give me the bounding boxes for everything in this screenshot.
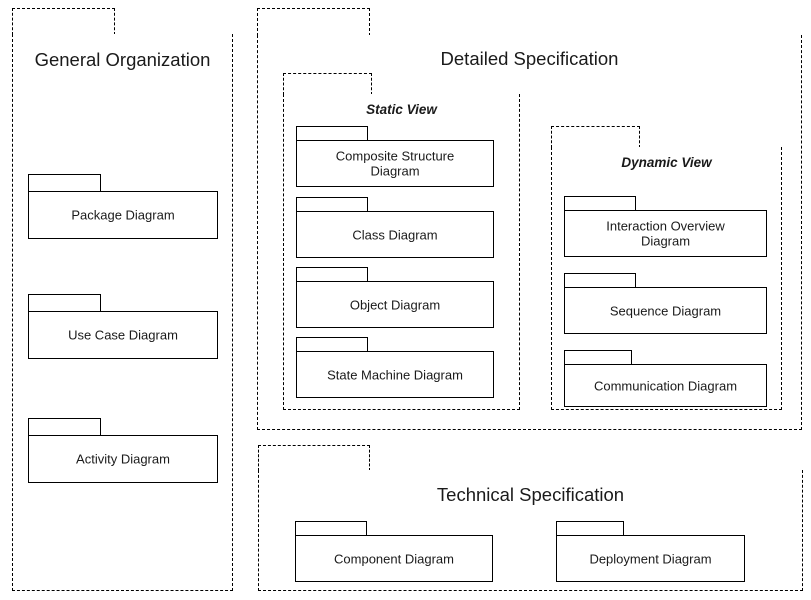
package-sequence-diagram[interactable]: Sequence Diagram <box>564 273 767 334</box>
package-body-state-machine-diagram: State Machine Diagram <box>296 351 494 398</box>
package-title-component-diagram: Component Diagram <box>334 550 454 566</box>
package-component-diagram[interactable]: Component Diagram <box>295 521 493 582</box>
package-title-composite-structure-diagram: Composite Structure Diagram <box>335 148 455 179</box>
package-general-organization[interactable]: General Organization Package Diagram Use… <box>12 8 233 591</box>
package-body-communication-diagram: Communication Diagram <box>564 364 767 407</box>
package-composite-structure-diagram[interactable]: Composite Structure Diagram <box>296 126 494 187</box>
package-body-object-diagram: Object Diagram <box>296 281 494 328</box>
package-tab-object-diagram <box>296 267 368 282</box>
package-tab-package-diagram <box>28 174 101 192</box>
package-interaction-overview-diagram[interactable]: Interaction Overview Diagram <box>564 196 767 257</box>
package-body-interaction-overview-diagram: Interaction Overview Diagram <box>564 210 767 257</box>
package-technical-specification[interactable]: Technical Specification Component Diagra… <box>258 445 803 591</box>
package-tab-static-view <box>283 73 372 95</box>
package-title-interaction-overview-diagram: Interaction Overview Diagram <box>606 218 725 249</box>
package-title-package-diagram: Package Diagram <box>71 207 175 223</box>
package-body-composite-structure-diagram: Composite Structure Diagram <box>296 140 494 187</box>
package-static-view[interactable]: Static View Composite Structure Diagram … <box>283 73 520 410</box>
package-body-activity-diagram: Activity Diagram <box>28 435 218 483</box>
package-title-sequence-diagram: Sequence Diagram <box>609 302 722 318</box>
package-body-package-diagram: Package Diagram <box>28 191 218 239</box>
package-class-diagram[interactable]: Class Diagram <box>296 197 494 258</box>
package-tab-class-diagram <box>296 197 368 212</box>
package-title-general-organization: General Organization <box>34 49 211 70</box>
package-title-technical-specification: Technical Specification <box>436 484 625 505</box>
package-title-class-diagram: Class Diagram <box>352 226 438 242</box>
package-body-sequence-diagram: Sequence Diagram <box>564 287 767 334</box>
package-tab-sequence-diagram <box>564 273 636 288</box>
package-tab-communication-diagram <box>564 350 632 365</box>
package-tab-component-diagram <box>295 521 367 536</box>
package-body-class-diagram: Class Diagram <box>296 211 494 258</box>
package-tab-technical-specification <box>258 445 370 471</box>
package-tab-dynamic-view <box>551 126 640 148</box>
package-tab-deployment-diagram <box>556 521 624 536</box>
package-tab-state-machine-diagram <box>296 337 368 352</box>
package-title-deployment-diagram: Deployment Diagram <box>589 550 712 566</box>
package-tab-general-organization <box>12 8 115 35</box>
package-body-use-case-diagram: Use Case Diagram <box>28 311 218 359</box>
package-detailed-specification[interactable]: Detailed Specification Static View Compo… <box>257 8 802 430</box>
package-title-communication-diagram: Communication Diagram <box>593 377 738 393</box>
package-use-case-diagram[interactable]: Use Case Diagram <box>28 294 218 359</box>
package-tab-use-case-diagram <box>28 294 101 312</box>
package-title-use-case-diagram: Use Case Diagram <box>68 327 178 343</box>
package-activity-diagram[interactable]: Activity Diagram <box>28 418 218 483</box>
package-body-component-diagram: Component Diagram <box>295 535 493 582</box>
package-title-detailed-specification: Detailed Specification <box>440 48 619 69</box>
package-tab-composite-structure-diagram <box>296 126 368 141</box>
package-title-dynamic-view: Dynamic View <box>621 155 712 170</box>
package-object-diagram[interactable]: Object Diagram <box>296 267 494 328</box>
package-tab-interaction-overview-diagram <box>564 196 636 211</box>
package-state-machine-diagram[interactable]: State Machine Diagram <box>296 337 494 398</box>
package-title-activity-diagram: Activity Diagram <box>76 451 170 467</box>
package-title-state-machine-diagram: State Machine Diagram <box>327 366 463 382</box>
package-title-static-view: Static View <box>366 102 437 117</box>
package-package-diagram[interactable]: Package Diagram <box>28 174 218 239</box>
package-tab-detailed-specification <box>257 8 370 36</box>
package-dynamic-view[interactable]: Dynamic View Interaction Overview Diagra… <box>551 126 782 410</box>
package-communication-diagram[interactable]: Communication Diagram <box>564 350 767 407</box>
package-deployment-diagram[interactable]: Deployment Diagram <box>556 521 745 582</box>
package-title-object-diagram: Object Diagram <box>349 296 441 312</box>
package-tab-activity-diagram <box>28 418 101 436</box>
package-body-deployment-diagram: Deployment Diagram <box>556 535 745 582</box>
